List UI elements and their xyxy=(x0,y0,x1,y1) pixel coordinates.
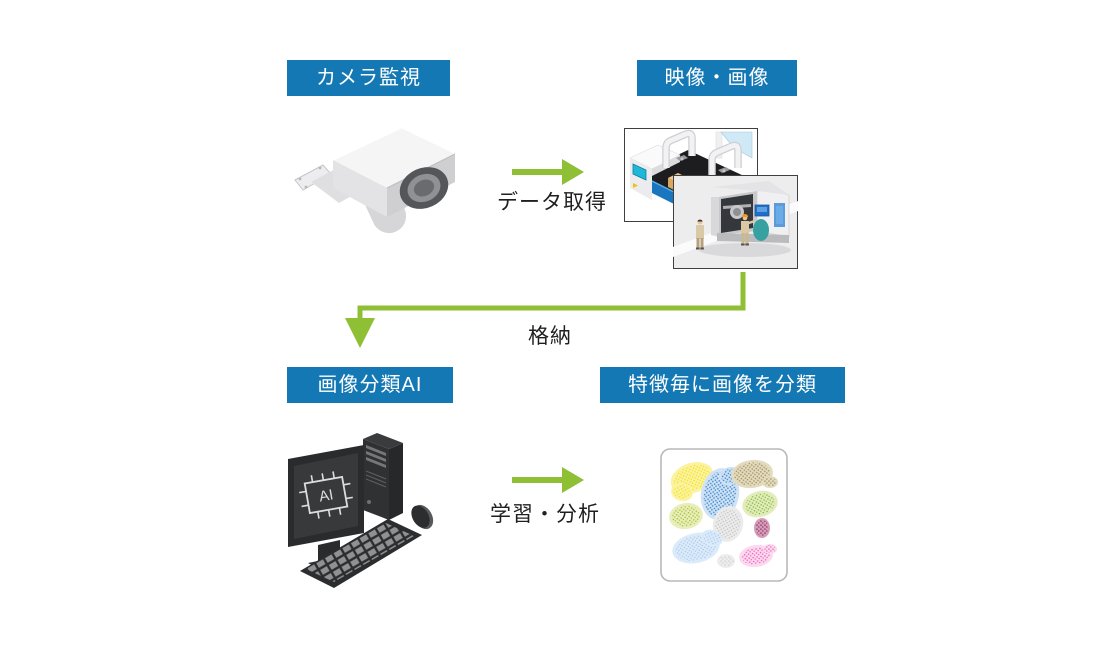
arrow-right-learn-icon xyxy=(512,467,584,493)
ai-chip-text: AI xyxy=(318,486,335,505)
worker-observer xyxy=(696,219,704,250)
annotation-learn-analyze: 学習・分析 xyxy=(490,503,600,526)
label-classify-by-feature: 特徴毎に画像を分類 xyxy=(600,367,845,403)
annotation-data-acquisition: データ取得 xyxy=(497,191,607,214)
label-image-classification-ai: 画像分類AI xyxy=(287,367,453,403)
worker-operator xyxy=(741,214,755,246)
arrow-right-acquire-icon xyxy=(512,159,584,185)
ai-chip-icon: AI xyxy=(299,471,353,519)
computer-keyboard xyxy=(300,519,422,588)
cnc-machine-photo xyxy=(673,175,798,269)
label-camera-surveillance: カメラ監視 xyxy=(287,60,450,96)
cluster-scatter-image xyxy=(660,448,788,582)
camera-lens xyxy=(399,167,449,209)
computer-mouse xyxy=(411,504,434,530)
cctv-camera-icon xyxy=(294,127,456,234)
ai-computer-icon: AI xyxy=(288,433,434,588)
label-video-images: 映像・画像 xyxy=(637,60,797,96)
computer-tower xyxy=(363,433,403,520)
annotation-store: 格納 xyxy=(528,325,572,348)
connector-store-arrow xyxy=(345,272,746,348)
